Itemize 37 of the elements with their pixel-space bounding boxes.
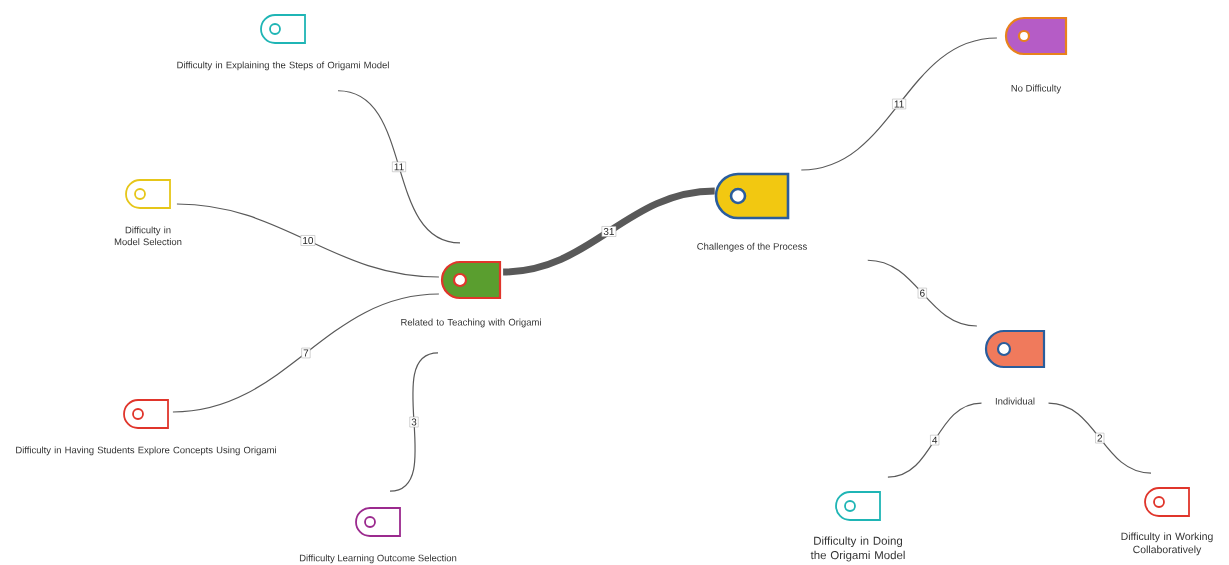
edge-label: 31: [603, 227, 614, 235]
tag-node: Difficulty in Doing the Origami Model: [810, 491, 905, 562]
tag-node: Individual: [984, 329, 1046, 405]
connector: [800, 37, 998, 171]
tag-node: Difficulty in Model Selection: [114, 179, 182, 246]
node-label: Difficulty in Doing the Origami Model: [810, 536, 905, 562]
node-label: Related to Teaching with Origami: [401, 318, 541, 328]
connector: [172, 293, 440, 413]
tag-node: Challenges of the Process: [697, 172, 807, 252]
connector: [887, 402, 983, 478]
node-label: Difficulty in Model Selection: [114, 226, 182, 246]
edge-label: 6: [920, 289, 925, 297]
tag-node: Difficulty Learning Outcome Selection: [299, 507, 457, 564]
tag-node: Difficulty in Having Students Explore Concepts Using Origami: [16, 399, 276, 456]
node-label: Difficulty in Having Students Explore Concepts Using Origami: [16, 446, 276, 456]
node-label: Difficulty in Explaining the Steps of Origami Model: [177, 61, 389, 71]
connector: [1047, 402, 1152, 474]
connector: [389, 352, 439, 492]
tag-node: No Difficulty: [1004, 16, 1068, 94]
edge-label: 11: [894, 100, 904, 108]
tag-node: Difficulty in Explaining the Steps of Origami Model: [177, 14, 389, 71]
edge-label: 10: [303, 236, 314, 244]
node-label: No Difficulty: [1011, 84, 1062, 94]
connector: [337, 90, 461, 244]
node-label: Challenges of the Process: [697, 242, 807, 252]
connector: [867, 259, 978, 327]
edge-label: 2: [1097, 434, 1103, 442]
edge-label: 4: [932, 436, 938, 444]
node-label: Difficulty in Working Collaboratively: [1121, 532, 1213, 556]
edge-label: 3: [411, 418, 417, 426]
node-label: Individual: [995, 397, 1035, 405]
edge-label: 11: [394, 163, 404, 171]
tag-node: Related to Teaching with Origami: [401, 260, 541, 328]
edge-label: 7: [303, 349, 309, 357]
connector: [176, 203, 440, 278]
tag-node: Difficulty in Working Collaboratively: [1121, 487, 1213, 556]
node-label: Difficulty Learning Outcome Selection: [299, 554, 457, 564]
